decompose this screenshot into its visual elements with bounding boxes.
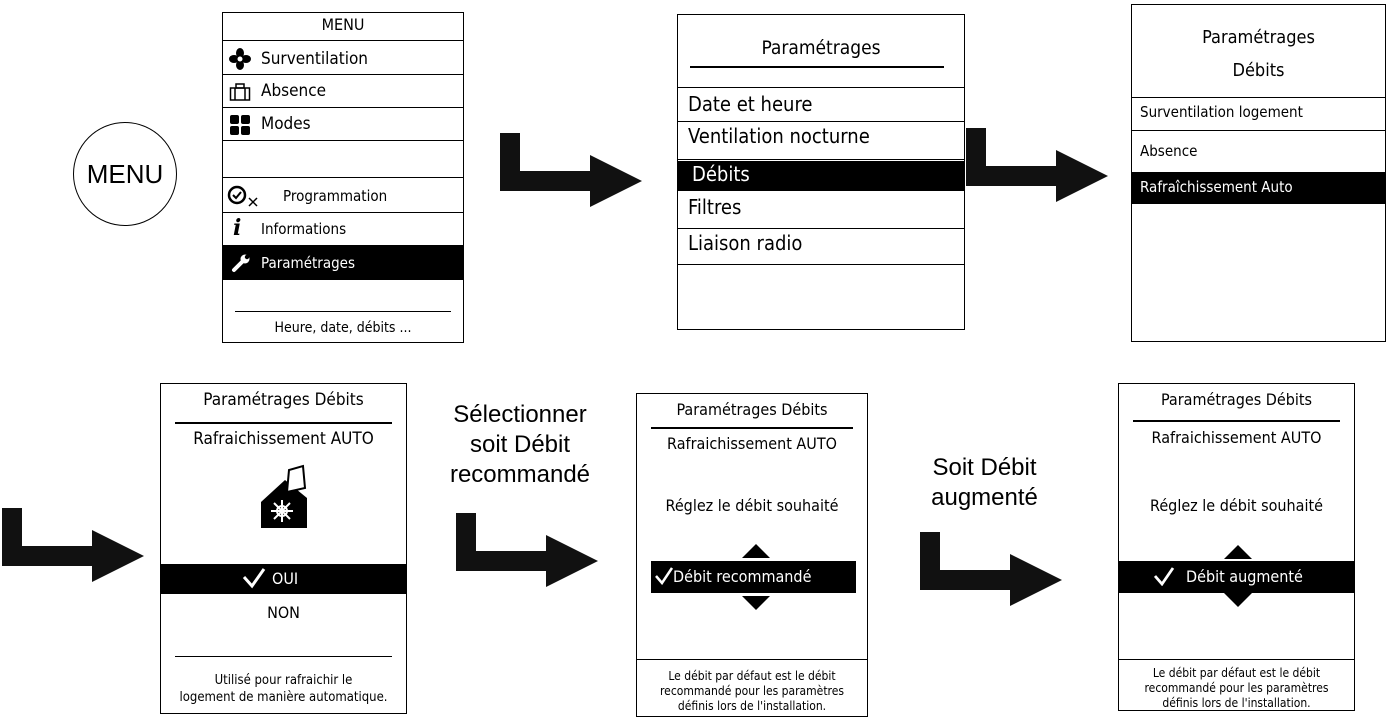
screen4-subtitle: Rafraichissement AUTO [193, 429, 374, 449]
option-oui[interactable]: OUI [160, 564, 407, 594]
debit-augmente-label: Débit augmenté [1186, 567, 1303, 586]
menu-item-label: Surventilation [261, 49, 369, 69]
menu-item-absence[interactable]: Absence [223, 76, 463, 108]
menu-title: MENU [321, 15, 365, 34]
menu-footer: Heure, date, débits ... [274, 320, 412, 336]
menu-button[interactable]: MENU [73, 122, 177, 226]
screen5-footer-line3: définis lors de l'installation. [677, 699, 827, 713]
arrow-2 [966, 128, 1108, 202]
caption1-line1: Sélectionner [453, 401, 587, 428]
caption-recommande: Sélectionner soit Débit recommandé [425, 400, 615, 490]
screen3-title-line2: Débits [1232, 60, 1285, 81]
down-arrow-icon[interactable] [1223, 592, 1253, 612]
caption1-line2: soit Débit [469, 431, 571, 458]
screen2-item-filtres[interactable]: Filtres [678, 195, 964, 229]
screen3-title-line1: Paramétrages [1202, 27, 1315, 48]
screen-parametrages-debits: Paramétrages Débits Surventilation logem… [1131, 4, 1386, 342]
screen-parametrages: Paramétrages Date et heure Ventilation n… [677, 14, 965, 330]
house-snowflake-icon [257, 464, 309, 536]
suitcase-icon [229, 82, 251, 106]
arrow-4 [456, 513, 598, 587]
menu-item-informations[interactable]: i Informations [223, 214, 463, 246]
debit-augmente-value[interactable]: Débit augmenté [1118, 561, 1355, 593]
option-non[interactable]: NON [267, 603, 300, 622]
menu-item-label: Absence [261, 81, 327, 101]
screen3-item-absence[interactable]: Absence [1140, 142, 1198, 160]
screen5-footer-line2: recommandé pour les paramètres [660, 684, 844, 698]
clock-check-icon [227, 184, 261, 214]
screen4-title: Paramétrages Débits [203, 390, 364, 410]
up-arrow-icon[interactable] [1223, 544, 1253, 564]
screen2-item-ventilation[interactable]: Ventilation nocturne [678, 124, 964, 160]
menu-item-programmation[interactable]: Programmation [223, 179, 463, 213]
arrow-3 [2, 508, 144, 582]
screen6-prompt: Réglez le débit souhaité [1150, 496, 1323, 515]
screen2-item-liaison[interactable]: Liaison radio [678, 231, 964, 265]
screen2-item-date-heure[interactable]: Date et heure [678, 92, 964, 122]
screen-debit-augmente: Paramétrages Débits Rafraichissement AUT… [1118, 383, 1355, 711]
caption-augmente: Soit Débit augmenté [912, 453, 1057, 513]
check-icon [242, 567, 266, 593]
wrench-icon [231, 253, 251, 277]
screen5-subtitle: Rafraichissement AUTO [667, 434, 837, 453]
menu-item-label: Modes [261, 114, 311, 134]
menu-item-empty [223, 142, 463, 178]
debit-recommande-label: Débit recommandé [673, 567, 812, 586]
screen6-title: Paramétrages Débits [1160, 390, 1313, 409]
screen5-title: Paramétrages Débits [676, 400, 828, 419]
screen6-footer-line3: définis lors de l'installation. [1162, 696, 1311, 710]
menu-button-label: MENU [86, 158, 164, 189]
screen-rafraichissement-auto: Paramétrages Débits Rafraichissement AUT… [160, 383, 407, 714]
caption1-line3: recommandé [449, 461, 591, 488]
screen-debit-recommande: Paramétrages Débits Rafraichissement AUT… [636, 393, 868, 717]
menu-item-label: Programmation [283, 187, 388, 205]
screen3-item-rafraichissement[interactable]: Rafraîchissement Auto [1132, 172, 1385, 204]
screen2-title: Paramétrages [761, 37, 881, 59]
screen3-item-surventilation[interactable]: Surventilation logement [1132, 103, 1385, 131]
menu-item-label: Informations [261, 220, 347, 238]
screen6-footer-line1: Le débit par défaut est le débit [1152, 666, 1321, 680]
fan-icon [229, 48, 251, 74]
check-icon [1153, 566, 1175, 590]
screen5-footer-line1: Le débit par défaut est le débit [668, 669, 836, 683]
arrow-5 [920, 532, 1062, 606]
menu-item-label: Paramétrages [261, 254, 356, 272]
info-icon: i [233, 215, 242, 241]
menu-item-modes[interactable]: Modes [223, 109, 463, 141]
screen6-footer-line2: recommandé pour les paramètres [1144, 681, 1329, 695]
menu-item-parametrages[interactable]: Paramétrages [223, 246, 463, 280]
screen6-subtitle: Rafraichissement AUTO [1151, 428, 1322, 447]
screen4-footer-line1: Utilisé pour rafraichir le [214, 673, 353, 688]
up-arrow-icon[interactable] [741, 543, 771, 563]
option-oui-label: OUI [272, 569, 299, 588]
arrow-1 [500, 133, 642, 207]
screen5-prompt: Réglez le débit souhaité [665, 496, 839, 515]
caption2-line1: Soit Débit [932, 454, 1037, 481]
screen2-item-debits[interactable]: Débits [678, 161, 964, 191]
menu-item-surventilation[interactable]: Surventilation [223, 43, 463, 75]
check-icon [655, 567, 674, 589]
down-arrow-icon[interactable] [741, 595, 771, 615]
screen-menu: MENU Surventilation Absence Modes Progra… [222, 12, 464, 343]
screen4-footer-line2: logement de manière automatique. [179, 690, 388, 705]
caption2-line2: augmenté [931, 484, 1038, 511]
debit-recommande-value[interactable]: Débit recommandé [651, 561, 856, 593]
modes-grid-icon [229, 114, 251, 140]
